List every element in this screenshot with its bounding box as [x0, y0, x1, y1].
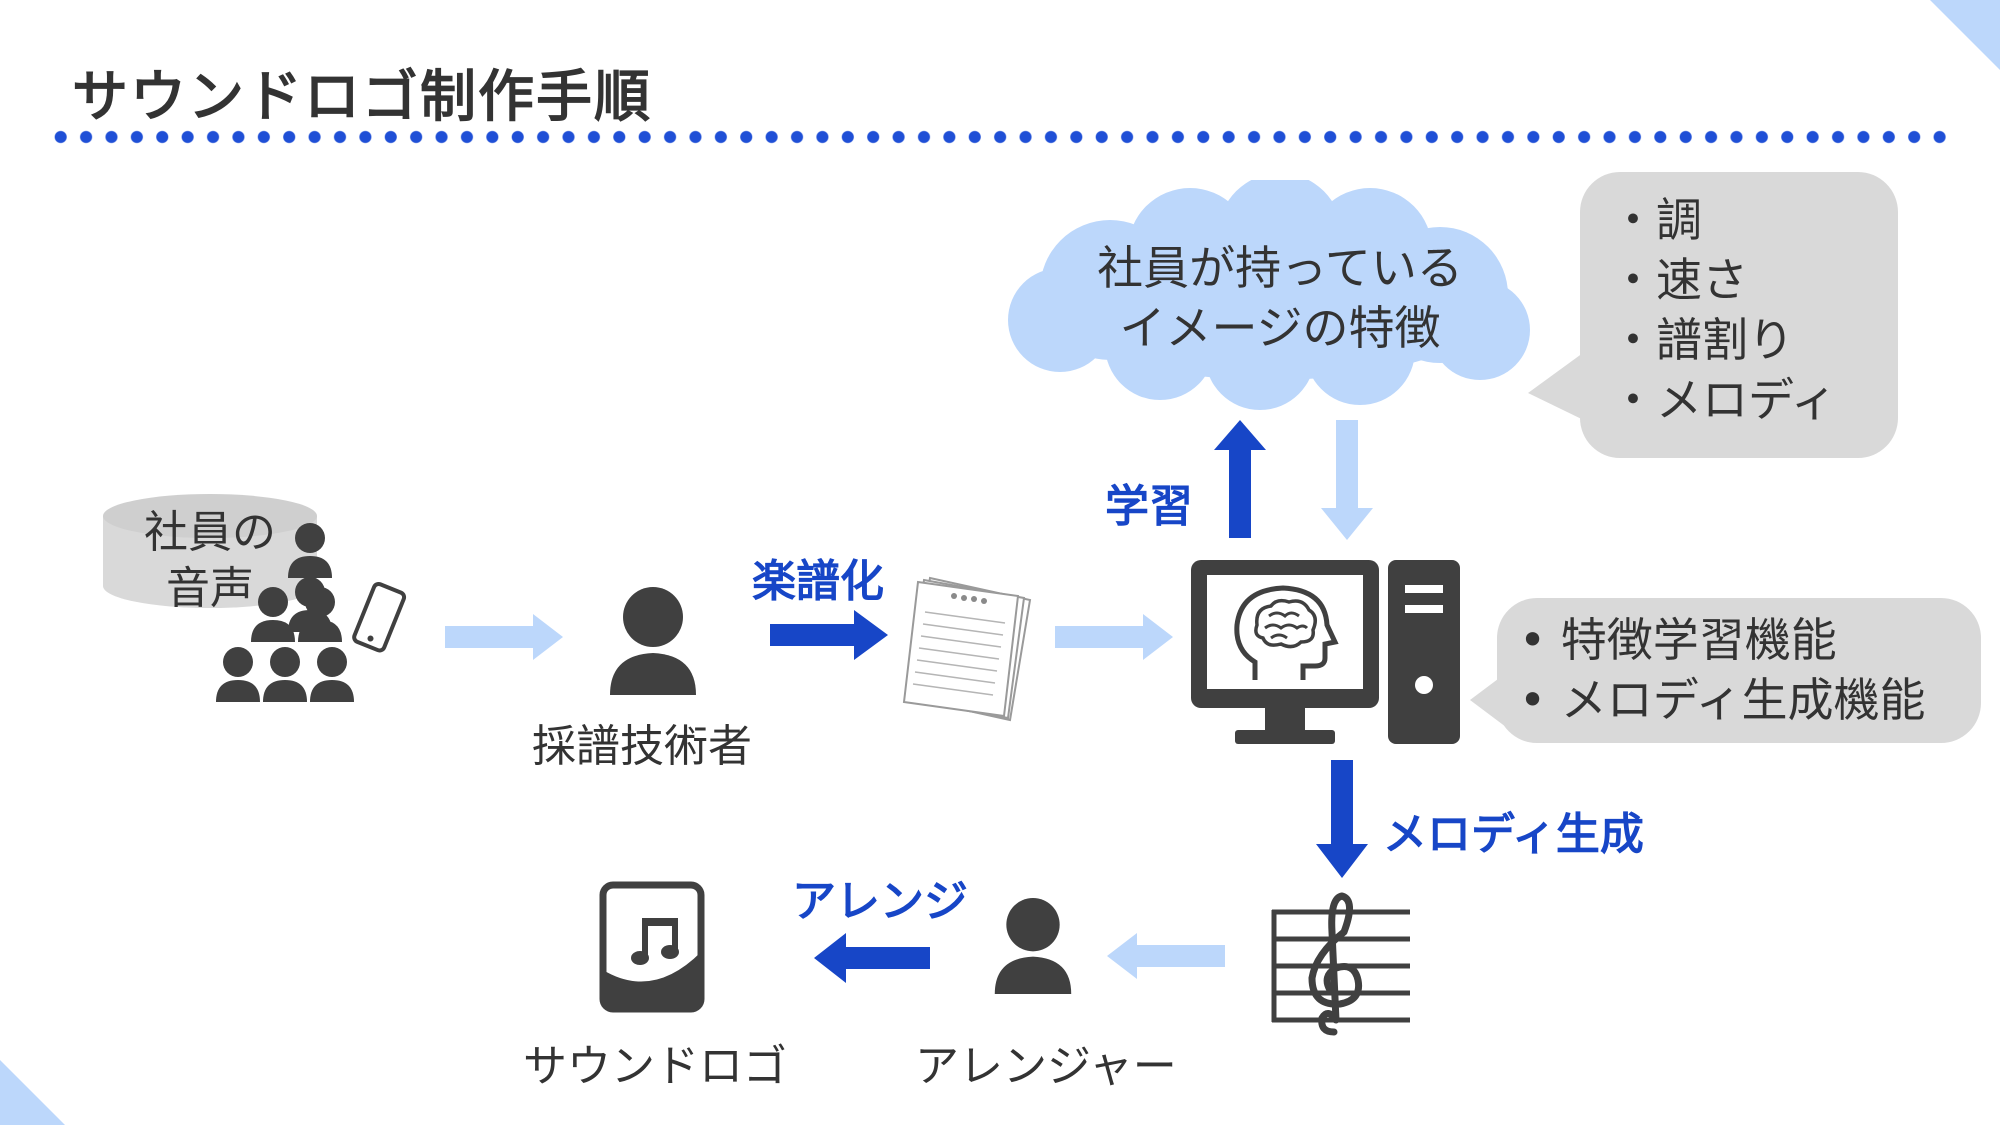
flow-arrow-bold-arrange	[814, 933, 930, 983]
database-cylinder-icon	[103, 494, 317, 608]
treble-clef-staff-icon	[1271, 892, 1410, 1036]
source-label-line1: 社員の	[144, 507, 276, 558]
page-title: サウンドロゴ制作手順	[72, 65, 652, 130]
flow-arrow-bold-learning	[1214, 420, 1266, 538]
function-item: • メロディ生成機能	[1519, 673, 1926, 727]
arranger-person-icon	[994, 898, 1072, 994]
flow-arrow-light-2	[1055, 614, 1173, 660]
feature-item: ・速さ	[1610, 253, 1748, 307]
brain-icon	[1234, 585, 1339, 680]
corner-decoration-top-right	[1930, 0, 2000, 70]
flow-arrow-light-1	[445, 614, 563, 660]
score-arrow-label: 楽譜化	[752, 556, 884, 607]
features-bubble: ・調 ・速さ ・譜割り ・メロディ	[1580, 172, 1898, 458]
smartphone-icon	[352, 581, 407, 653]
function-item: • 特徴学習機能	[1519, 613, 1837, 667]
dotted-divider	[48, 129, 1953, 145]
cloud-text-line2: イメージの特徴	[1119, 301, 1441, 355]
music-file-icon	[599, 881, 705, 1013]
sound-logo-label: サウンドロゴ	[523, 1041, 787, 1092]
cloud-text-line1: 社員が持っている	[1097, 241, 1463, 295]
source-label-line2: 音声	[166, 563, 254, 614]
cloud-text: 社員が持っている イメージの特徴	[1000, 238, 1560, 358]
source-label: 社員の 音声	[130, 505, 290, 617]
score-sheets-icon	[902, 576, 1032, 722]
flow-arrow-bold-score	[770, 610, 888, 660]
arrange-arrow-label: アレンジ	[792, 876, 968, 927]
corner-decoration-bottom-left	[0, 1060, 65, 1125]
flow-arrow-light-down	[1321, 420, 1373, 540]
flow-arrow-bold-melody	[1316, 760, 1368, 878]
functions-bubble: • 特徴学習機能 • メロディ生成機能	[1497, 598, 1981, 743]
people-group-icon	[216, 523, 354, 702]
feature-item: ・譜割り	[1610, 313, 1794, 367]
melody-generation-label: メロディ生成	[1383, 809, 1644, 860]
feature-item: ・メロディ	[1610, 373, 1837, 427]
arranger-label: アレンジャー	[915, 1041, 1177, 1092]
feature-item: ・調	[1610, 193, 1702, 247]
transcriber-person-icon	[610, 587, 696, 695]
cloud-shape	[1008, 180, 1530, 410]
learning-arrow-label: 学習	[1105, 481, 1193, 532]
transcriber-label: 採譜技術者	[532, 721, 752, 772]
flow-arrow-light-left	[1107, 933, 1225, 979]
